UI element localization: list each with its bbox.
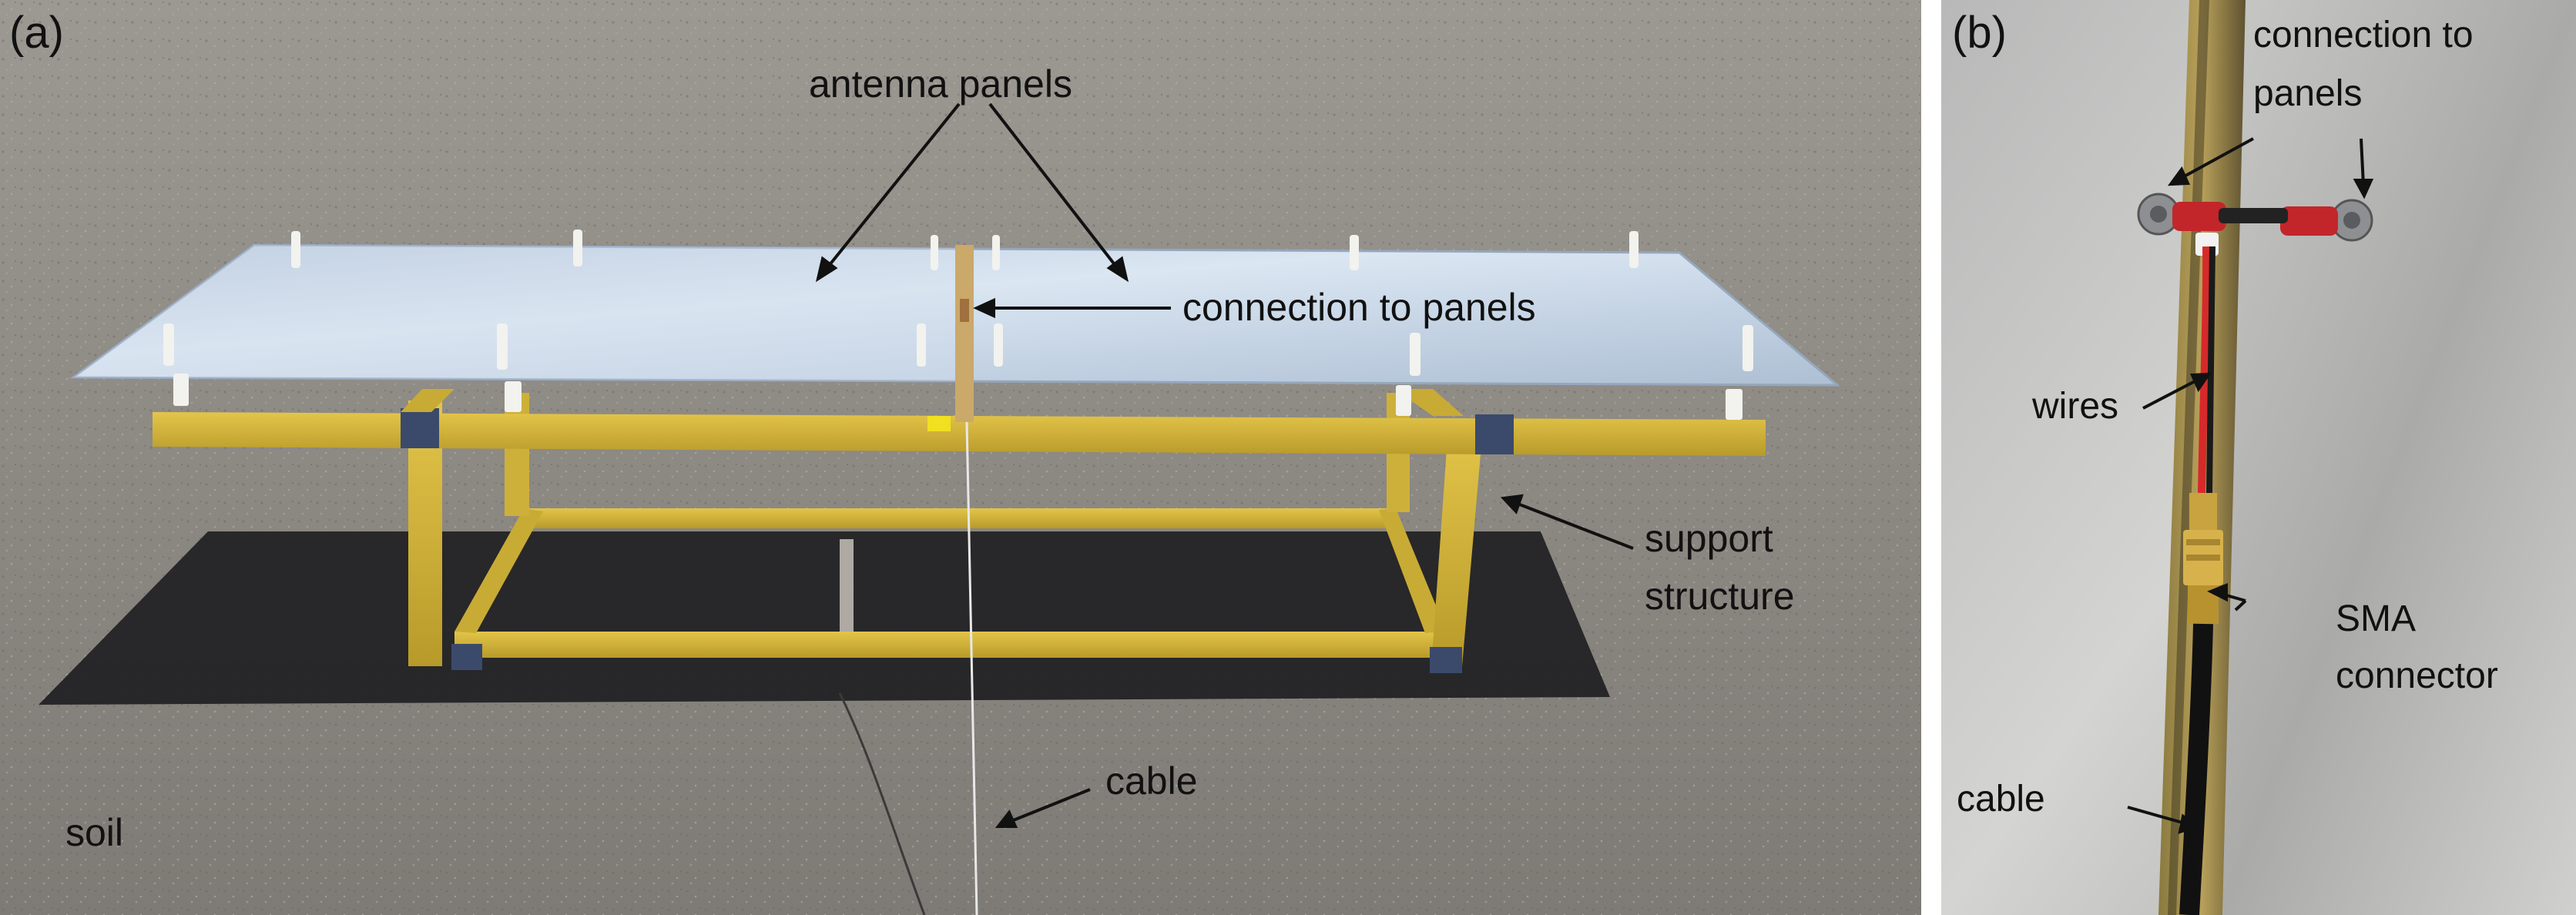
label-b-connector: connector [2336, 655, 2498, 696]
feed-closeup-photo: (b) [1941, 0, 2576, 915]
label-connection-to-panels: connection to panels [1182, 286, 1536, 329]
black-wire [2206, 246, 2215, 494]
annotation-arrows-b [2127, 137, 2374, 834]
label-cable: cable [1105, 759, 1198, 803]
annotation-arrows [815, 102, 1634, 828]
ground-wire [838, 692, 926, 915]
sma-connector [2183, 493, 2223, 624]
structure-shadow [39, 531, 1610, 705]
red-wire [2198, 246, 2211, 494]
right-panel-surface [2222, 0, 2576, 915]
red-connector-sleeves [2172, 202, 2338, 256]
standoff-pegs [163, 230, 1753, 420]
label-antenna-panels: antenna panels [809, 62, 1072, 106]
soil-texture [0, 0, 1921, 915]
label-b-wires: wires [2032, 386, 2119, 427]
panel-tag-b: (b) [1952, 8, 2007, 58]
label-b-panels: panels [2253, 73, 2363, 114]
feed-connection [927, 245, 974, 431]
antenna-field-photo: (a) [0, 0, 1921, 915]
photo-panel-a: (a) antenna panels connection to panels … [0, 0, 1921, 915]
shadow-light-gap [840, 539, 854, 632]
label-b-sma: SMA [2336, 598, 2417, 639]
coax-cable [965, 421, 978, 915]
label-support: support [1645, 517, 1773, 560]
support-frame [153, 389, 1766, 673]
label-soil: soil [65, 811, 124, 854]
label-b-cable: cable [1957, 779, 2045, 819]
panel-screws [2137, 193, 2373, 242]
photo-panel-b: (b) connection to panels wires SMA conne… [1941, 0, 2576, 915]
label-structure: structure [1645, 575, 1795, 618]
coax-cable-closeup [2179, 623, 2213, 915]
label-b-connection-to: connection to [2253, 15, 2474, 55]
panel-tag-a: (a) [9, 8, 64, 58]
